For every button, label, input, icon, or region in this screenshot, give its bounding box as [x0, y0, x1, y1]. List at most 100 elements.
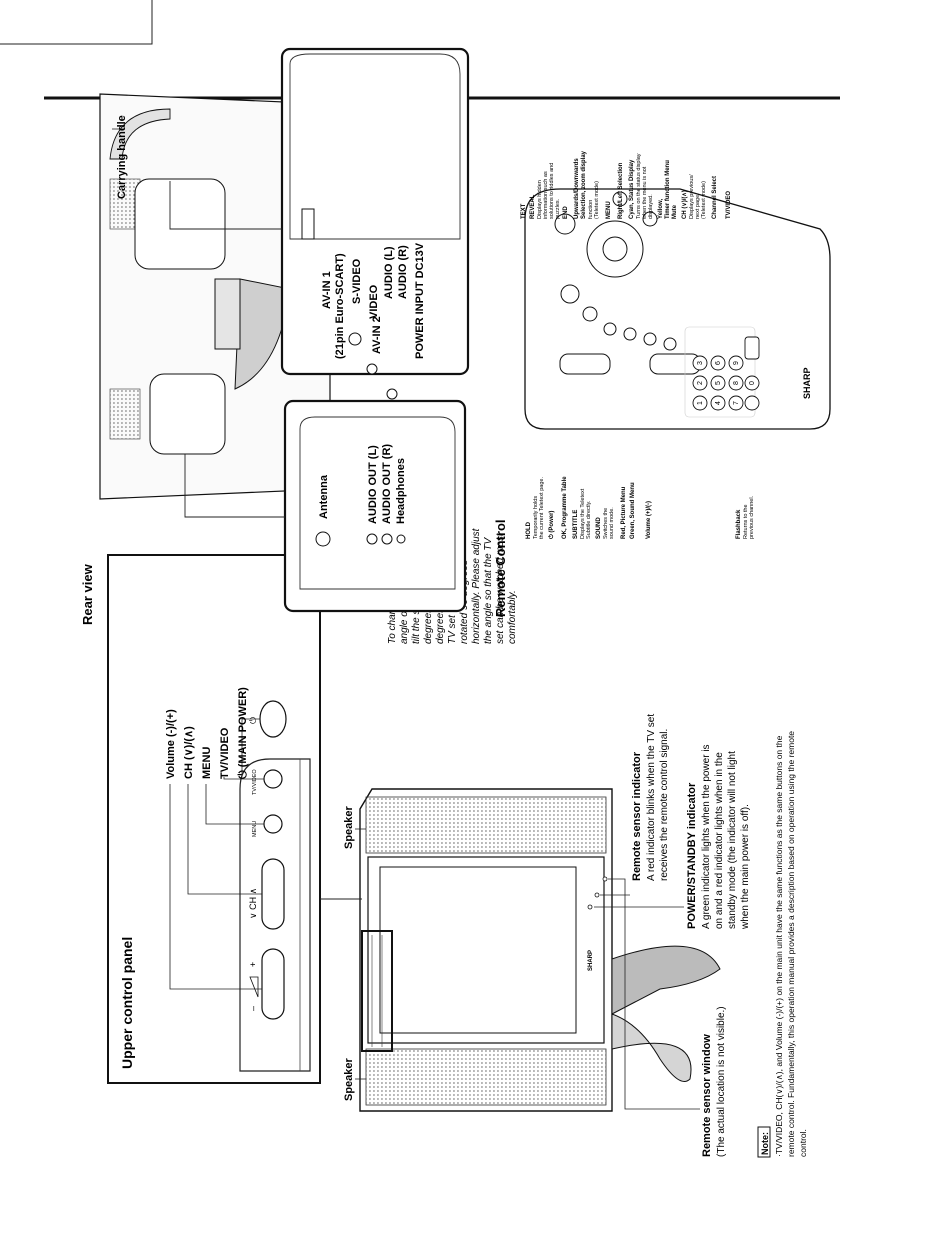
- remote-cyan-button: [664, 338, 676, 350]
- remote-ch-desc: (Teletext mode): [701, 181, 707, 219]
- rear-right-terminal-recess: [135, 179, 225, 269]
- key-7-label: 7: [733, 401, 740, 405]
- label-menu: MENU: [201, 747, 213, 779]
- indicator-dot: [588, 905, 592, 909]
- remote-updown-label: Upwards/Downwards: [574, 158, 580, 219]
- video-label: VIDEO: [368, 284, 380, 319]
- tv-brand: SHARP: [588, 950, 594, 971]
- remote-flashback-button: [745, 396, 759, 410]
- rear-right-detail-shape: [290, 54, 460, 239]
- key-5-label: 5: [715, 381, 722, 385]
- remote-red-button: [604, 323, 616, 335]
- antenna-jack-icon: [316, 532, 330, 546]
- remote-sensor-window-text: (The actual location is not visible.): [716, 1006, 727, 1157]
- remote-yellow-label: Yellow,: [658, 199, 664, 219]
- remote-menu-label: MENU: [606, 201, 612, 219]
- remote-flashback-desc: previous channel.: [749, 495, 755, 539]
- audio-l-jack-icon: [387, 389, 397, 399]
- remote-green-label: Green, Sound Menu: [630, 482, 636, 539]
- headphones-jack-icon: [397, 535, 405, 543]
- key-2-label: 2: [697, 381, 704, 385]
- tilt-line: comfortably.: [507, 590, 518, 644]
- remote-green-button: [624, 328, 636, 340]
- remote-power-label: ⏻ (Power): [548, 511, 555, 539]
- rear-vent: [110, 389, 140, 439]
- key-9-label: 9: [733, 361, 740, 365]
- tv-stand-arm: [612, 946, 720, 1014]
- audio-l-label: AUDIO (L): [383, 246, 395, 299]
- panel-menu-mark: MENU: [252, 821, 258, 837]
- label-tvvideo: TV/VIDEO: [219, 727, 231, 779]
- speaker-label-left: Speaker: [343, 1057, 355, 1101]
- panel-volume-button: [262, 949, 284, 1019]
- remote-right-left-label: Right/Left Selection: [618, 162, 624, 219]
- av-in-2-label: AV-IN 2: [371, 316, 383, 354]
- key-1-label: 1: [697, 401, 704, 405]
- key-8-label: 8: [733, 381, 740, 385]
- remote-sound-label: SOUND: [596, 517, 602, 539]
- power-standby-text: standby mode (the indicator will not lig…: [727, 751, 738, 929]
- header-tab: [0, 0, 152, 44]
- audio-r-label: AUDIO (R): [397, 245, 409, 299]
- video-jack-icon: [367, 364, 377, 374]
- note-line: remote control. Fundamentally, this oper…: [786, 731, 796, 1157]
- remote-sensor-indicator-text: A red indicator blinks when the TV set: [646, 714, 657, 881]
- audio-out-r-jack-icon: [382, 534, 392, 544]
- remote-teletext-label: (Teletext mode): [594, 181, 600, 219]
- tv-screen: [380, 867, 576, 1033]
- remote-brand: SHARP: [802, 367, 812, 399]
- speaker-label-right: Speaker: [343, 805, 355, 849]
- tv-stand: [612, 1014, 691, 1082]
- remote-subtitle-desc: Subtitle directly.: [586, 500, 592, 539]
- rear-stand-neck: [215, 279, 240, 349]
- panel-tvvideo-mark: TV/VIDEO: [252, 769, 258, 795]
- panel-power-mark: ⏻: [248, 717, 258, 724]
- panel-minus-mark: –: [248, 1006, 258, 1011]
- remote-ch-rocker: [650, 354, 700, 374]
- remote-tvvideo-label: TV/VIDEO: [726, 191, 732, 219]
- panel-ch-button: [262, 859, 284, 929]
- remote-tvvideo-button: [745, 337, 759, 359]
- left-speaker-grille: [366, 1049, 606, 1105]
- av-in-1-label: AV-IN 1: [321, 271, 333, 309]
- s-video-label: S-VIDEO: [351, 258, 363, 304]
- label-volume: Volume (-)/(+): [165, 709, 177, 779]
- key-0-label: 0: [749, 381, 756, 385]
- right-speaker-grille: [366, 797, 606, 853]
- remote-reveal-label: REVEAL: [530, 194, 536, 219]
- remote-hold-label: HOLD: [526, 521, 532, 539]
- remote-channel-select-label: Channel Select: [712, 176, 718, 219]
- key-4-label: 4: [715, 401, 722, 405]
- remote-subtitle-button: [561, 285, 579, 303]
- remote-volume-label: Volume (+)/(-): [646, 501, 652, 539]
- audio-out-r-label: AUDIO OUT (R): [381, 444, 393, 524]
- remote-reveal-desc: puzzles.: [555, 198, 561, 219]
- remote-ok-label: OK, Programme Table: [562, 476, 568, 539]
- note-line: control.: [798, 1129, 808, 1157]
- remote-sound-desc: sound mode.: [609, 507, 615, 539]
- tilt-line: horizontally. Please adjust: [471, 527, 482, 644]
- remote-ch-label: CH (∨)/(∧): [682, 190, 688, 219]
- label-main-power: ⏻ (MAIN POWER): [236, 687, 249, 779]
- remote-callouts-bottom: HOLD Temporarily holds the current Telet…: [526, 476, 755, 539]
- remote-subtitle-label: SUBTITLE: [573, 510, 579, 539]
- key-3-label: 3: [697, 361, 704, 365]
- s-video-jack-icon: [349, 333, 361, 345]
- power-standby-text: A green indicator lights when the power …: [701, 744, 712, 929]
- front-view-section: Upper control panel – + ∨ CH ∧ MENU TV/V…: [108, 527, 808, 1157]
- indicator-dot: [595, 893, 599, 897]
- rear-remote-section: Rear view Carrying handle AV-IN 1 (21pin…: [80, 49, 830, 625]
- indicator-dot: [603, 877, 607, 881]
- remote-red-label: Red, Picture Menu: [621, 486, 627, 539]
- remote-sound-button: [583, 307, 597, 321]
- note-label: Note:: [760, 1132, 770, 1155]
- remote-end-label: END: [563, 206, 569, 219]
- key-6-label: 6: [715, 361, 722, 365]
- remote-control-title: Remote Control: [493, 520, 508, 618]
- rear-left-terminal-recess: [150, 374, 225, 454]
- power-standby-text: on and a red indicator lights when in th…: [714, 752, 725, 929]
- label-ch: CH (∨)/(∧): [183, 726, 195, 779]
- power-standby-title: POWER/STANDBY indicator: [686, 782, 698, 929]
- remote-sensor-indicator-text: receives the remote control signal.: [659, 729, 670, 881]
